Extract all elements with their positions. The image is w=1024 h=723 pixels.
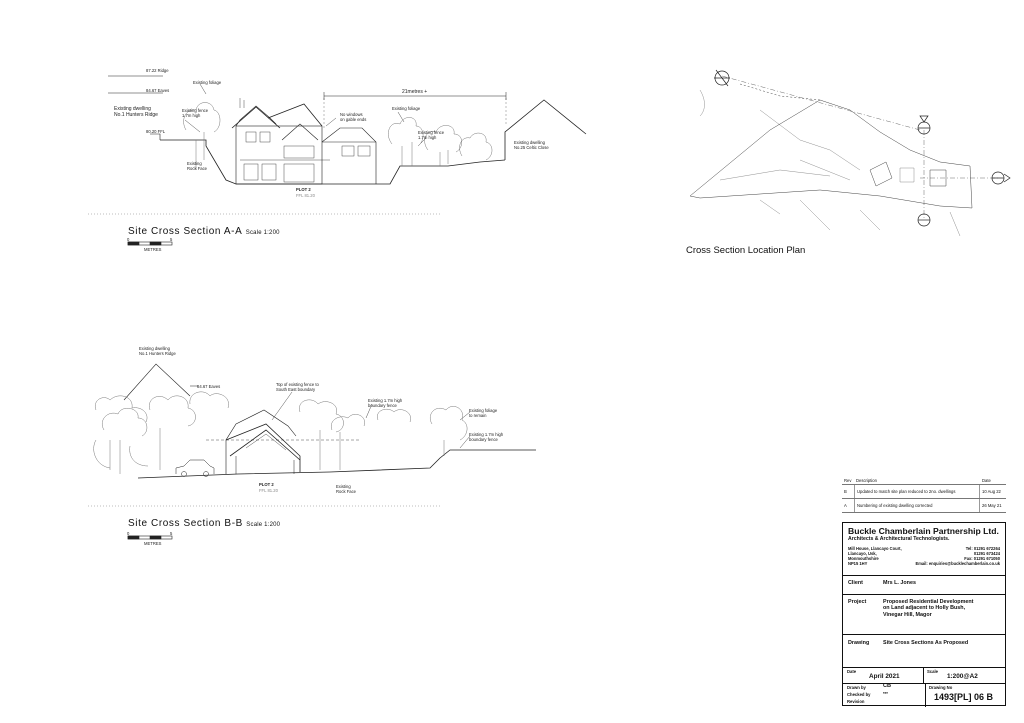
address-line: NP15 1HY [848, 560, 868, 566]
bb-scalebar-five: 5 [170, 531, 173, 536]
divider [925, 683, 926, 707]
bb-boundary-fence-1: Existing 1.7m high boundary fence [368, 398, 403, 408]
project-label: Project [848, 599, 867, 605]
telephone-2: 01291 673424 [973, 550, 1000, 556]
aa-existing-dwelling-right: Existing dwelling No.25 Celtic Close [514, 140, 549, 150]
aa-plot-ffl: FFL 81.20 [296, 193, 315, 198]
section-aa-foliage [183, 102, 493, 170]
fax: Fax: 01291 671050 [964, 555, 1000, 561]
checked-by-value: *** [883, 691, 888, 696]
revision-label: Revision [847, 699, 865, 704]
bb-rock-face: Existing Rock Face [336, 484, 357, 494]
description-cell: Numbering of existing dwelling corrected [854, 499, 979, 512]
aa-scalebar-zero: 0 [127, 237, 130, 242]
aa-existing-fence-left: Existing fence 1.7m high [182, 108, 209, 118]
aa-plot-label: PLOT 2 [296, 187, 311, 192]
bb-plot-ffl: FFL 81.20 [259, 488, 278, 493]
address-line: Monmouthshire [848, 555, 879, 561]
description-cell: Updated to match site plan reduced to 2n… [854, 485, 979, 498]
section-markers [714, 69, 1011, 227]
section-bb-scalebar [127, 535, 173, 540]
bb-plot-label: PLOT 2 [259, 482, 274, 487]
date-value: April 2021 [869, 673, 900, 680]
revisions-header: Rev Description Date [842, 476, 1006, 485]
company-subtitle: Architects & Architectural Technologists… [848, 536, 950, 542]
aa-ridge-level: 87.22 Ridge [146, 68, 169, 73]
section-aa-caption: Site Cross Section A-A Scale 1:200 [128, 226, 280, 237]
divider [843, 575, 1005, 576]
drawing-value: Site Cross Sections As Proposed [883, 640, 969, 646]
section-bb-foliage [93, 391, 468, 474]
section-aa-scalebar [127, 241, 173, 246]
aa-existing-foliage-mid: Existing foliage [392, 106, 421, 111]
rev-cell: B [844, 489, 847, 494]
divider [843, 667, 1005, 668]
date-cell: 26 May 21 [979, 499, 1006, 512]
address-line: Mill House, Llancayo Court, [848, 546, 902, 551]
section-bb-linework [88, 363, 536, 507]
drawing-number: 1493[PL] 06 B [934, 692, 994, 702]
client-label: Client [848, 580, 863, 586]
section-aa-linework [88, 75, 587, 215]
location-plan-caption: Cross Section Location Plan [686, 245, 806, 256]
aa-scalebar-five: 5 [170, 237, 173, 242]
bb-scalebar-zero: 0 [127, 531, 130, 536]
divider [843, 683, 1005, 684]
address-line: Llancayo, Usk, [848, 550, 877, 556]
drawing-label: Drawing [848, 640, 870, 646]
date-header: Date [982, 477, 991, 483]
aa-existing-fence-right: Existing fence 1.7m high [418, 130, 445, 140]
date-label: Date [847, 669, 857, 674]
drawing-no-label: Drawing No [929, 685, 953, 690]
section-aa-scale: Scale 1:200 [245, 230, 280, 236]
bb-foliage-remain: Existing foliage to remain [469, 408, 498, 418]
scale-label: Scale [927, 669, 938, 674]
project-line: on Land adjacent to Holly Bush, [883, 605, 966, 612]
aa-no-windows-note: No windows on gable ends [340, 112, 367, 122]
bb-scalebar-unit: METRES [144, 541, 162, 546]
company-contacts: Tel: 01291 672264 01291 673424 Fax: 0129… [915, 546, 1000, 567]
company-name: Buckle Chamberlain Partnership Ltd. [848, 526, 999, 536]
bb-top-fence-note: Top of existing fence to South East boun… [276, 382, 319, 392]
location-plan-drawing [689, 75, 998, 237]
section-aa-house [231, 98, 377, 185]
scale-value: 1:200@A2 [947, 673, 978, 680]
bb-eaves-level: 84.67 Eaves [197, 384, 221, 389]
divider [923, 667, 924, 683]
aa-eaves-level: 84.67 Eaves [146, 88, 170, 93]
company-address: Mill House, Llancayo Court, Llancayo, Us… [848, 546, 902, 567]
project-line: Vinegar Hill, Magor [883, 611, 932, 618]
revisions-table: Rev Description Date B Updated to match … [842, 476, 1006, 513]
email: Email: enquiries@bucklechamberlain.co.uk [915, 560, 1000, 566]
client-value: Mrs L. Jones [883, 580, 916, 586]
aa-rock-face: Existing Rock Face [187, 161, 208, 171]
aa-existing-foliage-left: Existing foliage [193, 80, 222, 85]
table-row: A Numbering of existing dwelling correct… [842, 499, 1006, 513]
drawn-by-value: CB [883, 683, 892, 689]
rev-cell: A [844, 503, 847, 508]
checked-by-label: Checked by [847, 692, 871, 697]
aa-dimension-label: 21metres + [402, 89, 428, 95]
description-header: Description [856, 477, 877, 483]
rev-header: Rev [844, 477, 852, 483]
aa-existing-dwelling-left: Existing dwelling No.1 Hunters Ridge [114, 106, 158, 118]
section-bb-house [225, 409, 301, 474]
bb-boundary-fence-2: Existing 1.7m high boundary fence [469, 432, 504, 442]
title-block: Buckle Chamberlain Partnership Ltd. Arch… [842, 522, 1006, 707]
section-bb-caption: Site Cross Section B-B Scale 1:200 [128, 518, 281, 529]
divider [843, 634, 1005, 635]
divider [843, 594, 1005, 595]
telephone: Tel: 01291 672264 [965, 546, 1000, 551]
section-bb-scale: Scale 1:200 [246, 522, 281, 528]
aa-scalebar-unit: METRES [144, 247, 162, 252]
project-line: Proposed Residential Development [883, 599, 974, 605]
bb-existing-dwelling: Existing dwelling No.1 Hunters Ridge [139, 346, 176, 356]
project-value: Proposed Residential Development on Land… [883, 599, 973, 618]
drawn-by-label: Drawn by [847, 685, 866, 690]
aa-ffl-level: 80.20 FFL [146, 129, 166, 134]
table-row: B Updated to match site plan reduced to … [842, 485, 1006, 499]
date-cell: 10 Aug 22 [979, 485, 1006, 498]
